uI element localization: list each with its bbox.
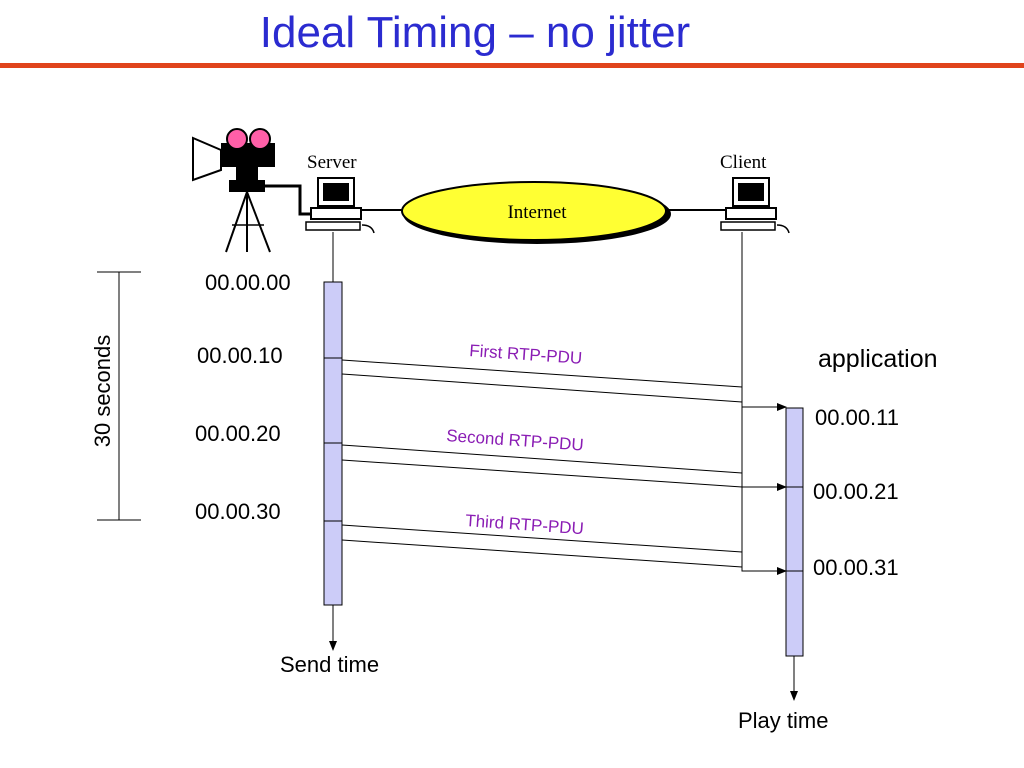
duration-label: 30 seconds (90, 335, 115, 448)
packet-label: Second RTP-PDU (446, 426, 585, 455)
title-underline (0, 63, 1024, 68)
play-axis-label: Play time (738, 708, 828, 733)
internet-label: Internet (507, 202, 567, 223)
server-computer-icon (305, 177, 375, 234)
play-timeline-bar (785, 407, 804, 657)
packet-label: First RTP-PDU (469, 341, 583, 368)
page-title: Ideal Timing – no jitter (259, 8, 691, 57)
client-label: Client (720, 152, 767, 173)
packet-arrow (341, 359, 787, 411)
send-time-label: 00.00.30 (195, 499, 281, 524)
server-label: Server (307, 152, 357, 173)
application-label: application (818, 345, 938, 373)
send-axis-label: Send time (280, 652, 379, 677)
client-computer-icon (720, 177, 790, 234)
send-time-label: 00.00.00 (205, 270, 291, 295)
send-time-label: 00.00.20 (195, 421, 281, 446)
packet-arrow (341, 524, 787, 575)
play-time-label: 00.00.31 (813, 555, 899, 580)
play-time-label: 00.00.21 (813, 479, 899, 504)
packet-arrow (341, 444, 787, 491)
send-time-label: 00.00.10 (197, 343, 283, 368)
video-camera-icon (192, 128, 318, 253)
play-time-label: 00.00.11 (815, 405, 899, 430)
internet-cloud (401, 181, 667, 241)
